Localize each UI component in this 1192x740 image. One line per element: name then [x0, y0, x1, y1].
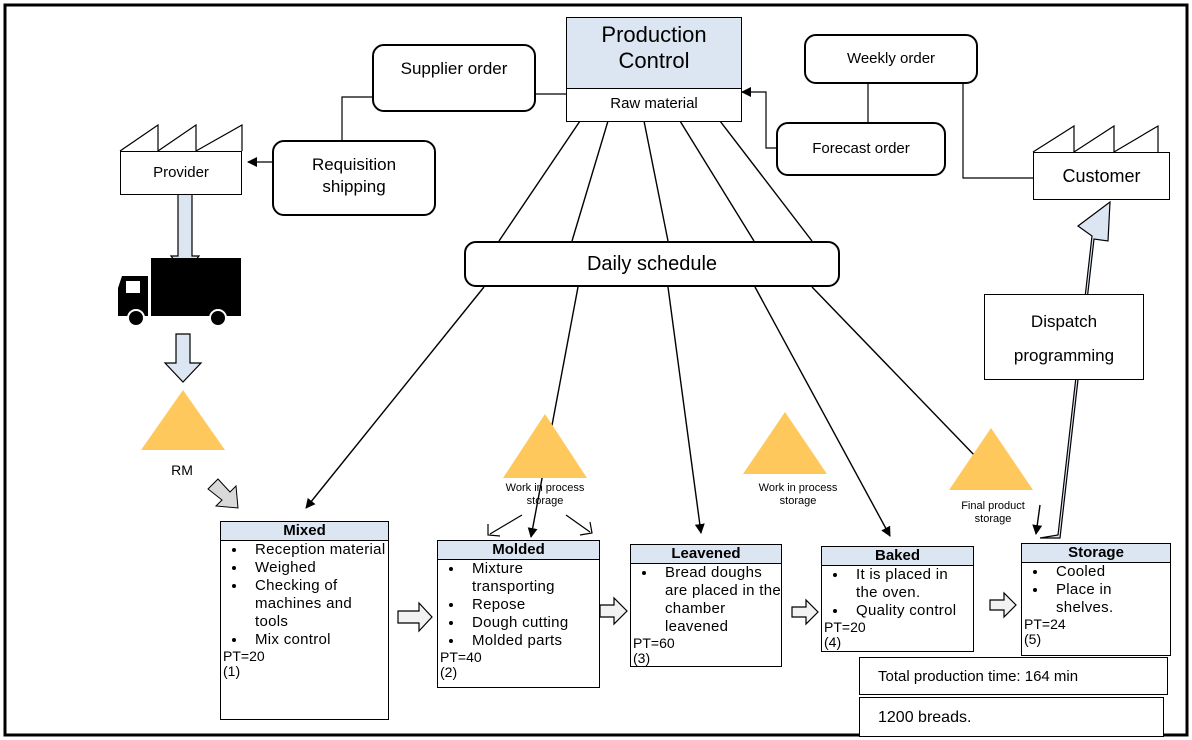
list-item: Reception material [247, 541, 388, 559]
provider-box: Provider [120, 151, 242, 195]
provider-label: Provider [153, 164, 209, 181]
list-item: Repose [464, 596, 599, 614]
process-activity-list: It is placed in the oven. Quality contro… [822, 566, 973, 620]
process-leavened: Leavened Bread doughs are placed in the … [630, 544, 782, 667]
customer-factory-roof [1032, 124, 1159, 153]
list-item: Checking of machines and tools [247, 577, 388, 631]
rm-inventory-triangle [141, 390, 225, 450]
supplier-order-link [341, 96, 372, 140]
list-item: Weighed [247, 559, 388, 577]
process-title: Leavened [631, 545, 781, 564]
list-item: Molded parts [464, 632, 599, 650]
requisition-shipping-label: Requisition shipping [311, 155, 397, 196]
flow-arrow-1 [397, 601, 433, 633]
list-item: Mix control [247, 631, 388, 649]
customer-box: Customer [1033, 152, 1170, 200]
daily-schedule-label: Daily schedule [586, 253, 718, 275]
forecast-order-label: Forecast order [812, 140, 910, 157]
truck-to-rm-arrow [163, 333, 203, 383]
weekly-order-label: Weekly order [846, 50, 936, 67]
process-activity-list: Reception material Weighed Checking of m… [221, 541, 388, 649]
process-number: (2) [440, 664, 458, 680]
process-title: Mixed [221, 522, 388, 541]
requisition-shipping-box: Requisition shipping [272, 140, 436, 216]
breads-box: 1200 breads. [859, 697, 1164, 737]
process-title: Storage [1022, 544, 1170, 563]
wip-outline-arrows [487, 514, 593, 537]
truck-icon [118, 258, 241, 327]
forecast-order-box: Forecast order [776, 122, 946, 176]
total-time-label: Total production time: 164 min [878, 668, 1079, 685]
total-time-box: Total production time: 164 min [859, 657, 1168, 695]
list-item: Cooled [1048, 563, 1170, 581]
process-activity-list: Bread doughs are placed in the chamber l… [631, 564, 781, 636]
process-time: PT=20 [223, 648, 265, 664]
raw-material-label: Raw material [566, 88, 742, 122]
list-item: Dough cutting [464, 614, 599, 632]
process-storage: Storage Cooled Place in shelves. PT=24 (… [1021, 543, 1171, 656]
flow-arrow-3 [791, 598, 819, 626]
process-time: PT=60 [633, 635, 675, 651]
list-item: It is placed in the oven. [848, 566, 973, 602]
list-item: Mixture transporting [464, 560, 599, 596]
wip-storage-label-1: Work in process storage [505, 482, 585, 507]
process-number: (3) [633, 650, 651, 666]
process-activity-list: Mixture transporting Repose Dough cuttin… [438, 560, 599, 650]
wip-storage-label-2: Work in process storage [758, 482, 838, 507]
process-number: (1) [223, 663, 241, 679]
list-item: Place in shelves. [1048, 581, 1170, 617]
final-storage-label: Final product storage [961, 500, 1025, 525]
process-title: Baked [822, 547, 973, 566]
rm-push-arrow [207, 478, 239, 509]
process-time: PT=20 [824, 619, 866, 635]
supplier-order-box: Supplier order [372, 44, 536, 112]
process-activity-list: Cooled Place in shelves. [1022, 563, 1170, 617]
forecast-to-control-arrow [741, 87, 776, 149]
schedule-process-arrows [305, 286, 979, 538]
process-number: (4) [824, 634, 842, 650]
process-baked: Baked It is placed in the oven. Quality … [821, 546, 974, 652]
supplier-order-label: Supplier order [400, 59, 508, 78]
process-time: PT=24 [1024, 616, 1066, 632]
provider-factory-roof [119, 123, 243, 152]
wip-inventory-triangle-1 [503, 414, 587, 478]
list-item: Bread doughs are placed in the chamber l… [657, 564, 781, 636]
breads-label: 1200 breads. [878, 709, 972, 726]
dispatch-line-2: programming [1013, 346, 1115, 365]
process-mixed: Mixed Reception material Weighed Checkin… [220, 521, 389, 720]
list-item: Quality control [848, 602, 973, 620]
rm-label: RM [171, 462, 193, 478]
production-control-box: Production Control [566, 17, 742, 89]
wip-inventory-triangle-2 [743, 412, 827, 474]
outer-frame [3, 3, 1189, 737]
customer-label: Customer [1062, 166, 1141, 186]
weekly-order-box: Weekly order [804, 34, 978, 84]
process-time: PT=40 [440, 649, 482, 665]
flow-arrow-2 [599, 596, 628, 626]
final-inventory-triangle [949, 428, 1033, 490]
dispatch-line-1: Dispatch [1030, 312, 1098, 331]
daily-schedule-box: Daily schedule [464, 241, 840, 287]
flow-arrow-4 [989, 591, 1017, 619]
weekly-customer-link [962, 83, 1035, 179]
process-number: (5) [1024, 631, 1042, 647]
control-schedule-lines [498, 120, 813, 242]
process-title: Molded [438, 541, 599, 560]
dispatch-to-customer-arrow [1039, 200, 1111, 539]
process-molded: Molded Mixture transporting Repose Dough… [437, 540, 600, 688]
final-storage-arrow [1032, 504, 1043, 535]
dispatch-programming-box: Dispatch programming [984, 294, 1144, 380]
production-control-title: Production Control [601, 22, 707, 73]
